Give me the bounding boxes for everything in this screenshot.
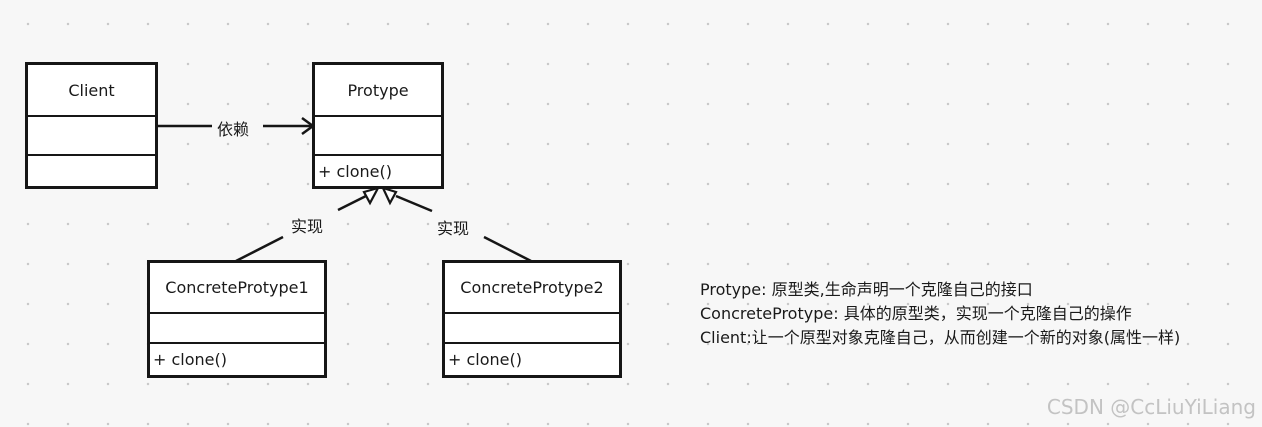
csdn-watermark: CSDN @CcLiuYiLiang (1046, 395, 1256, 419)
note-protype: Protype: 原型类,生命声明一个克隆自己的接口 (700, 280, 1033, 299)
realization2-label: 实现 (433, 214, 474, 240)
concrete-protype1-class-name: ConcreteProtype1 (165, 278, 309, 297)
concrete-protype2-method: + clone() (445, 342, 619, 375)
note-client: Client:让一个原型对象克隆自己，从而创建一个新的对象(属性一样) (700, 328, 1181, 347)
description-notes: Protype: 原型类,生命声明一个克隆自己的接口 ConcreteProty… (700, 278, 1180, 350)
note-concrete-protype: ConcreteProtype: 具体的原型类，实现一个克隆自己的操作 (700, 304, 1132, 323)
client-methods-section (28, 154, 155, 186)
realization1-triangle-head (362, 186, 381, 206)
realization1-line-upper (337, 194, 367, 212)
concrete-protype2-class-box[interactable]: ConcreteProtype2 + clone() (442, 260, 622, 378)
protype-attributes-section (315, 115, 441, 154)
concrete-protype2-attributes-section (445, 312, 619, 342)
protype-method: + clone() (315, 154, 441, 186)
dependency-label: 依赖 (213, 115, 254, 141)
realization1-label: 实现 (287, 212, 328, 238)
protype-class-name: Protype (347, 80, 409, 100)
concrete-protype2-class-name: ConcreteProtype2 (460, 278, 604, 297)
client-class-box[interactable]: Client (25, 62, 158, 189)
realization2-line-lower (483, 235, 532, 263)
protype-class-box[interactable]: Protype + clone() (312, 62, 444, 189)
realization1-line-lower (235, 235, 284, 263)
concrete-protype1-method: + clone() (150, 342, 324, 375)
realization2-line-upper (395, 194, 433, 213)
client-class-name: Client (68, 80, 115, 100)
concrete-protype1-class-box[interactable]: ConcreteProtype1 + clone() (147, 260, 327, 378)
realization2-triangle-head (380, 186, 398, 206)
client-attributes-section (28, 115, 155, 154)
concrete-protype1-attributes-section (150, 312, 324, 342)
